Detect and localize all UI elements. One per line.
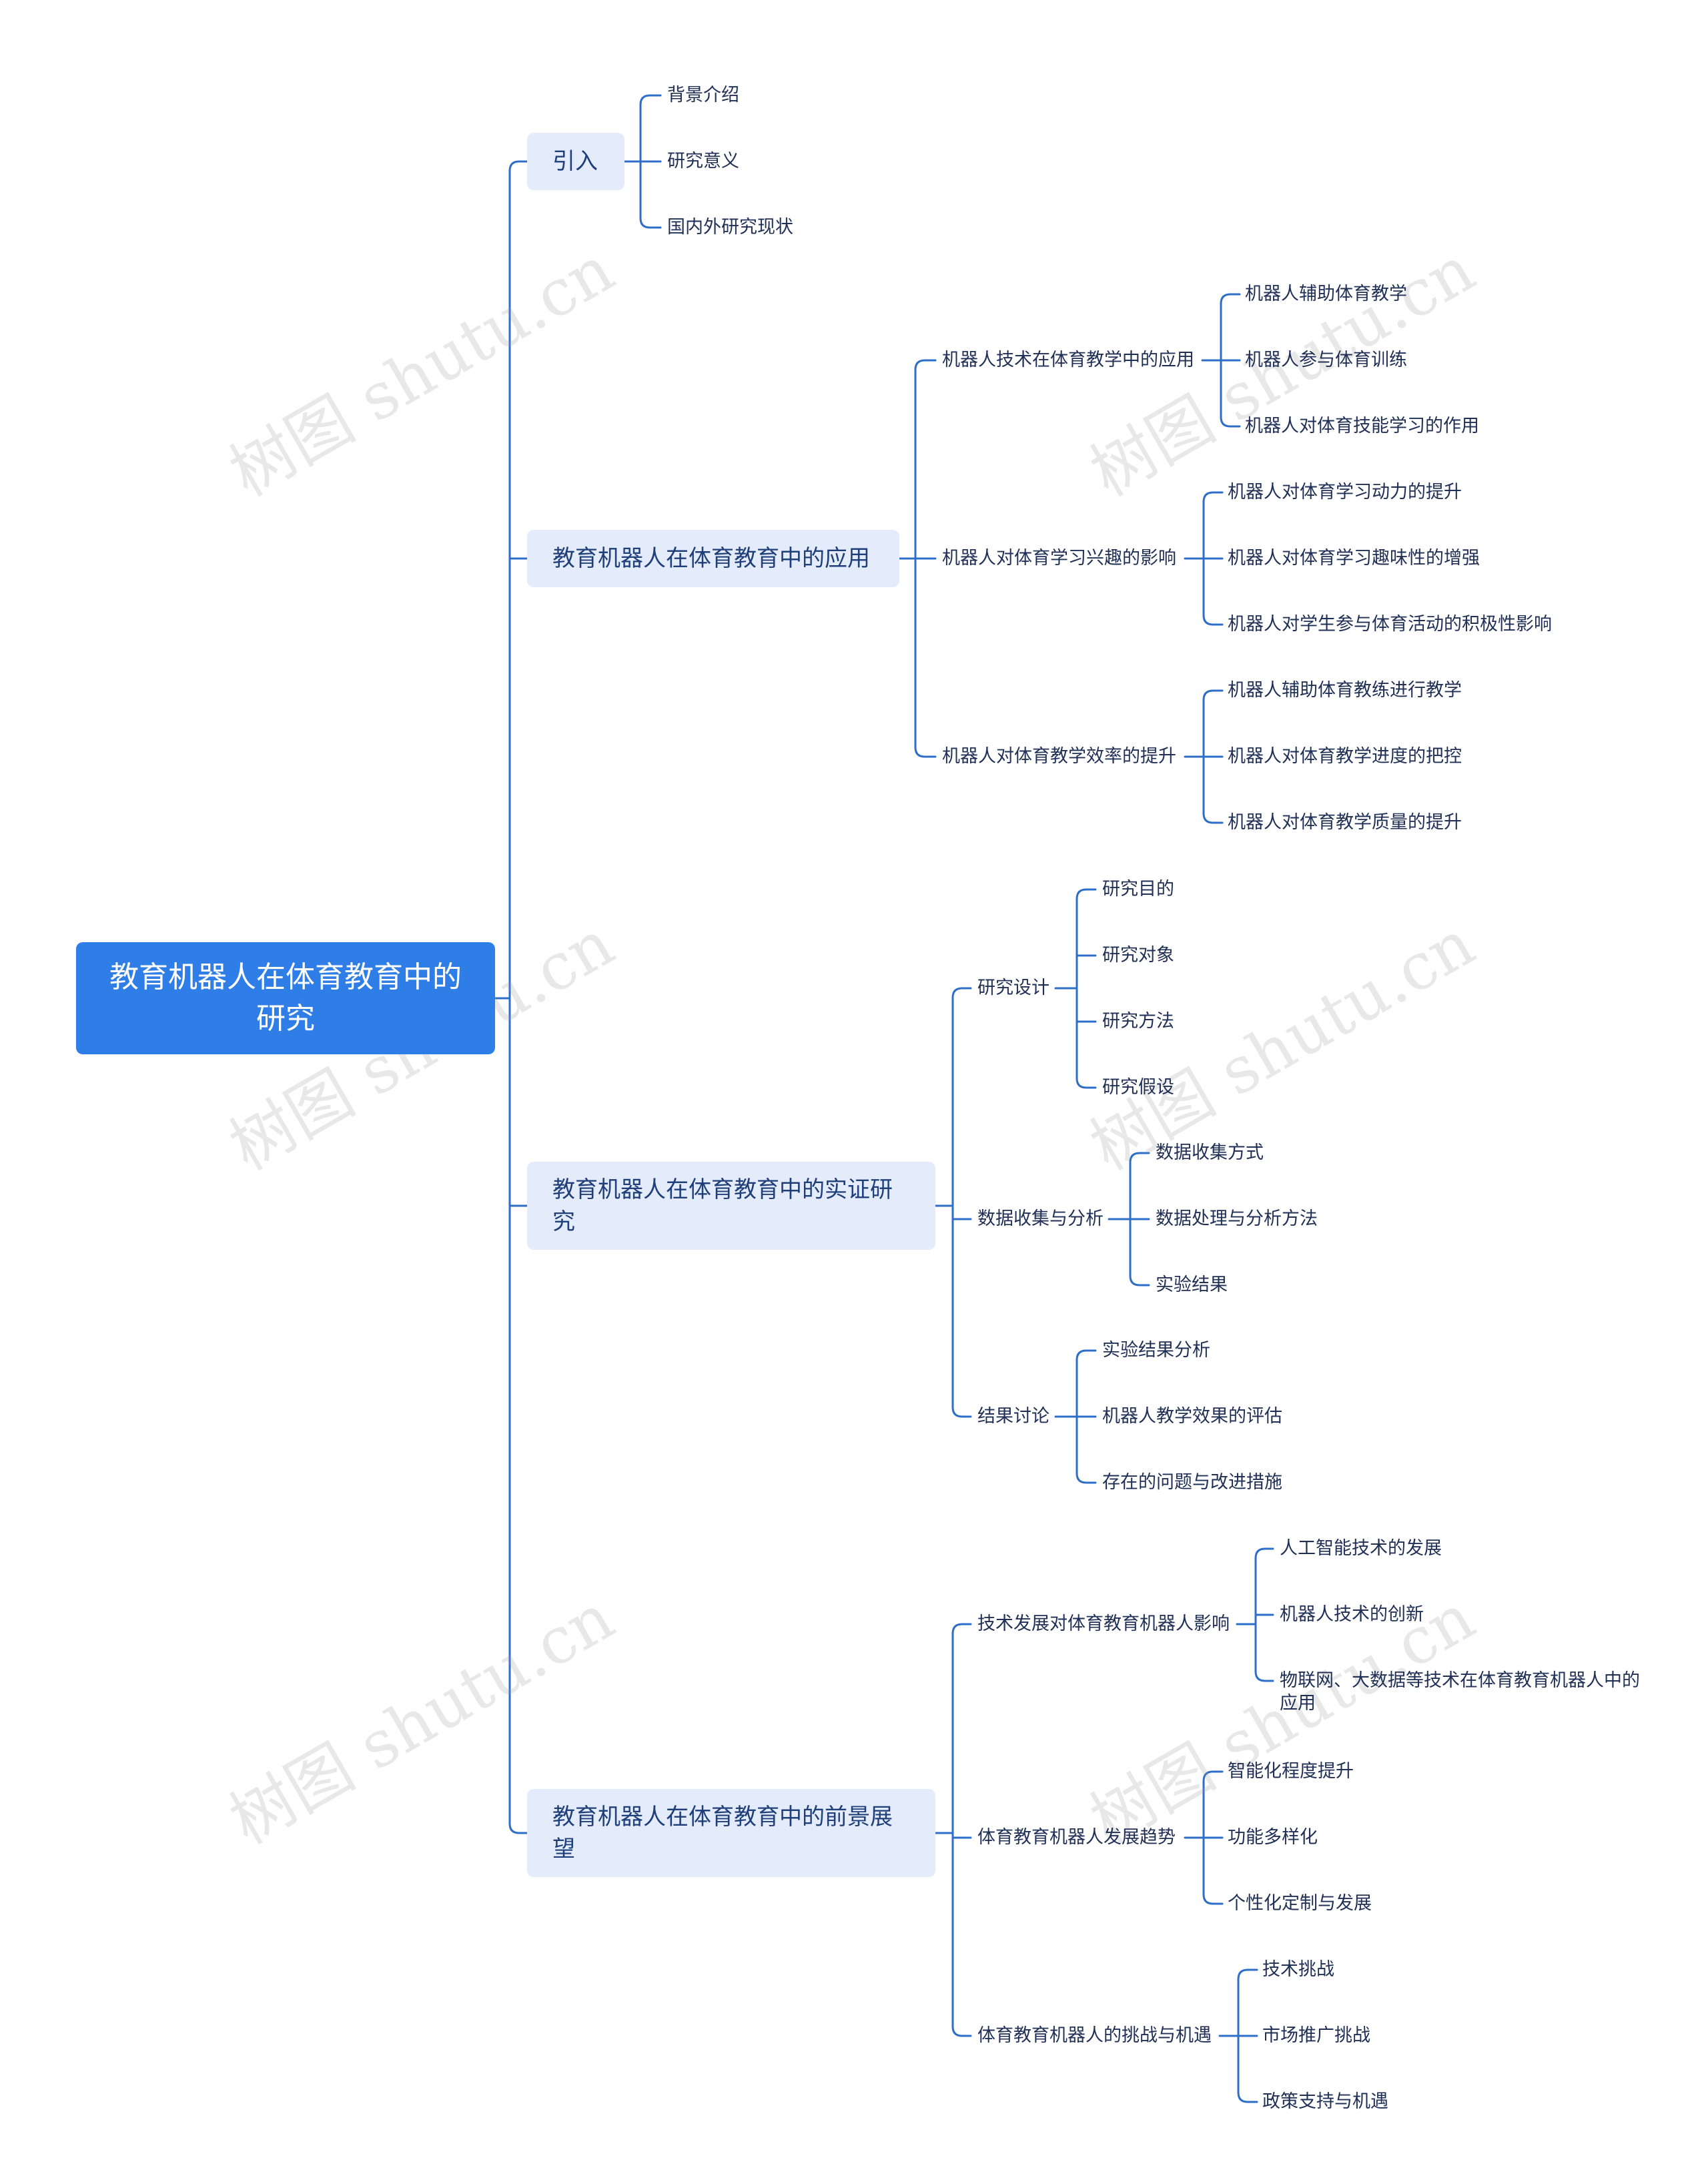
- connector-line: [1254, 1670, 1274, 1682]
- leaf-node[interactable]: 机器人教学效果的评估: [1102, 1406, 1282, 1427]
- connector-line: [1220, 293, 1241, 305]
- connector-line: [1076, 1349, 1097, 1361]
- connector-line: [914, 359, 937, 371]
- leaf-node[interactable]: 市场推广挑战: [1262, 2025, 1370, 2046]
- leaf-node[interactable]: 机器人辅助体育教练进行教学: [1228, 680, 1462, 701]
- branch-label: 教育机器人在体育教育中的应用: [552, 545, 870, 572]
- branch-label: 引入: [552, 148, 598, 175]
- branch-label: 教育机器人在体育教育中的前景展望: [552, 1804, 893, 1862]
- connector-line: [1129, 1275, 1150, 1287]
- node-challenges[interactable]: 体育教育机器人的挑战与机遇: [977, 2025, 1212, 2046]
- leaf-node[interactable]: 存在的问题与改进措施: [1102, 1472, 1282, 1493]
- node-research-status[interactable]: 国内外研究现状: [667, 217, 793, 238]
- connector-line: [1220, 416, 1241, 428]
- connector-line: [1076, 1077, 1097, 1089]
- connector-line: [1129, 1152, 1150, 1164]
- leaf-node[interactable]: 数据收集方式: [1156, 1142, 1264, 1163]
- leaf-node[interactable]: 机器人对体育学习动力的提升: [1228, 482, 1462, 502]
- leaf-node[interactable]: 研究对象: [1102, 945, 1174, 966]
- connector-line: [639, 94, 662, 106]
- connector-line: [1202, 1770, 1224, 1782]
- node-discussion[interactable]: 结果讨论: [977, 1406, 1049, 1427]
- node-tech-development[interactable]: 技术发展对体育教育机器人影响: [977, 1613, 1230, 1634]
- connector-line: [639, 217, 662, 229]
- node-tech-application[interactable]: 机器人技术在体育教学中的应用: [942, 350, 1194, 370]
- leaf-node[interactable]: 功能多样化: [1228, 1827, 1318, 1848]
- leaf-node[interactable]: 机器人参与体育训练: [1245, 350, 1407, 370]
- leaf-node[interactable]: 人工智能技术的发展: [1280, 1538, 1442, 1559]
- leaf-node[interactable]: 个性化定制与发展: [1228, 1893, 1372, 1914]
- branch-application[interactable]: 教育机器人在体育教育中的应用: [527, 530, 899, 587]
- connector-line: [1202, 812, 1224, 824]
- connector-line: [914, 746, 937, 758]
- connector-line: [1202, 689, 1224, 701]
- leaf-node[interactable]: 实验结果分析: [1102, 1340, 1210, 1361]
- leaf-node[interactable]: 机器人对体育学习趣味性的增强: [1228, 548, 1480, 569]
- leaf-node[interactable]: 机器人对体育教学质量的提升: [1228, 812, 1462, 833]
- root-node[interactable]: 教育机器人在体育教育中的研究: [76, 942, 495, 1054]
- connector-line: [1254, 1547, 1274, 1559]
- connector-line: [508, 1822, 528, 1834]
- leaf-node[interactable]: 机器人对体育教学进度的把控: [1228, 746, 1462, 767]
- leaf-node[interactable]: 研究假设: [1102, 1077, 1174, 1098]
- node-research-design[interactable]: 研究设计: [977, 978, 1049, 998]
- connector-line: [1237, 2091, 1258, 2103]
- leaf-node[interactable]: 研究方法: [1102, 1011, 1174, 1032]
- node-interest-impact[interactable]: 机器人对体育学习兴趣的影响: [942, 548, 1176, 569]
- leaf-node[interactable]: 数据处理与分析方法: [1156, 1208, 1318, 1229]
- leaf-node[interactable]: 机器人辅助体育教学: [1245, 284, 1407, 304]
- connector-line: [1202, 1893, 1224, 1905]
- leaf-node[interactable]: 机器人技术的创新: [1280, 1604, 1424, 1625]
- connector-line: [1076, 1472, 1097, 1484]
- branch-introduction[interactable]: 引入: [527, 133, 624, 190]
- connector-line: [951, 2025, 972, 2037]
- connector-line: [1202, 491, 1224, 503]
- branch-prospects[interactable]: 教育机器人在体育教育中的前景展望: [527, 1789, 935, 1877]
- connector-line: [1076, 888, 1097, 900]
- connector-line: [951, 987, 972, 999]
- leaf-node[interactable]: 物联网、大数据等技术在体育教育机器人中的应用: [1280, 1670, 1640, 1714]
- connector-line: [1237, 1968, 1258, 1980]
- leaf-node[interactable]: 研究目的: [1102, 879, 1174, 899]
- leaf-node[interactable]: 机器人对学生参与体育活动的积极性影响: [1228, 614, 1552, 635]
- node-data-collection[interactable]: 数据收集与分析: [977, 1208, 1104, 1229]
- node-efficiency[interactable]: 机器人对体育教学效率的提升: [942, 746, 1176, 767]
- branch-label: 教育机器人在体育教育中的实证研究: [552, 1176, 893, 1235]
- root-node-label: 教育机器人在体育教育中的研究: [109, 960, 462, 1036]
- connector-line: [508, 160, 528, 172]
- leaf-node[interactable]: 智能化程度提升: [1228, 1761, 1354, 1782]
- node-background[interactable]: 背景介绍: [667, 85, 739, 105]
- node-trends[interactable]: 体育教育机器人发展趋势: [977, 1827, 1176, 1848]
- connector-line: [1202, 614, 1224, 626]
- leaf-node[interactable]: 机器人对体育技能学习的作用: [1245, 416, 1479, 436]
- leaf-node[interactable]: 技术挑战: [1262, 1959, 1334, 1980]
- connector-line: [951, 1406, 972, 1418]
- leaf-node[interactable]: 政策支持与机遇: [1262, 2091, 1388, 2112]
- branch-empirical-study[interactable]: 教育机器人在体育教育中的实证研究: [527, 1162, 935, 1250]
- leaf-node[interactable]: 实验结果: [1156, 1275, 1228, 1295]
- connector-line: [951, 1623, 972, 1635]
- node-significance[interactable]: 研究意义: [667, 151, 739, 171]
